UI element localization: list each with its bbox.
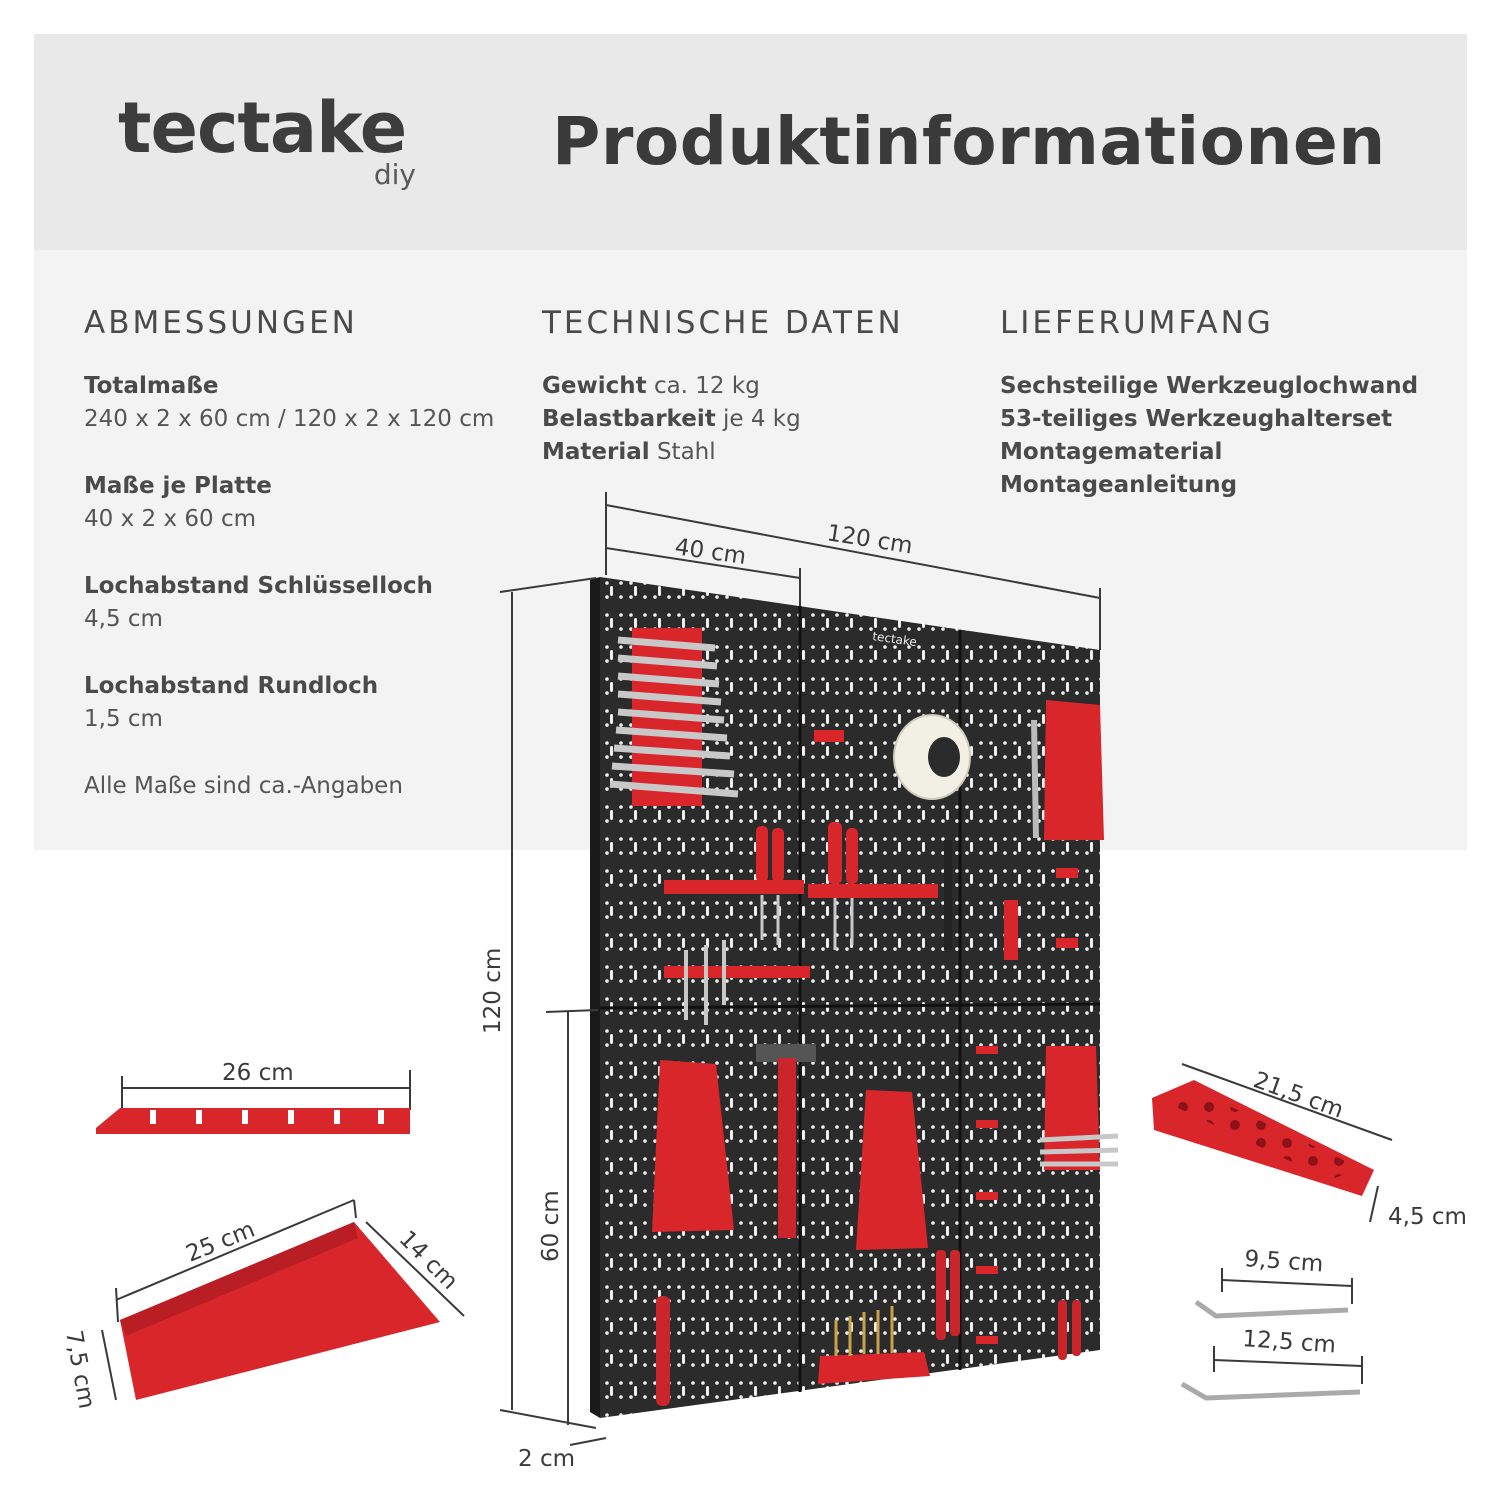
tech-value: ca. 12 kg (653, 373, 760, 399)
brand-logo: tectake diy (118, 87, 416, 200)
dim-panel-height: 60 cm (538, 1190, 564, 1262)
dim-hook-short: 9,5 cm (1244, 1246, 1325, 1277)
dim-bit-length: 21,5 cm (1250, 1067, 1347, 1123)
brand-sub: diy (373, 158, 416, 191)
dim-total-height: 120 cm (480, 948, 506, 1034)
tool-items (609, 628, 1119, 1406)
page-title: Produktinformationen (552, 103, 1386, 180)
section-technische-daten: TECHNISCHE DATEN Gewicht ca. 12 kg Belas… (542, 304, 972, 469)
spec-label: Lochabstand Schlüsselloch (84, 573, 433, 599)
header-band: tectake diy Produktinformationen (34, 34, 1467, 250)
spec-value: 40 x 2 x 60 cm (84, 506, 256, 532)
dim-bit-depth: 4,5 cm (1388, 1204, 1467, 1230)
wrench-tray-icon (1044, 700, 1104, 840)
wrench-tray-large (101, 1199, 465, 1401)
tech-label: Belastbarkeit (542, 406, 716, 432)
spec-label: Maße je Platte (84, 473, 272, 499)
tech-row: Gewicht ca. 12 kg (542, 370, 972, 403)
hook-short-icon (1194, 1299, 1349, 1319)
tech-value: je 4 kg (723, 406, 801, 432)
spec-label: Lochabstand Rundloch (84, 673, 379, 699)
dim-tray-length: 25 cm (183, 1217, 259, 1268)
chisel-icon (684, 940, 726, 1025)
screwdriver-rack-icon (664, 880, 804, 894)
board-logo: tectake (872, 629, 918, 649)
small-holder-icon (1056, 938, 1078, 948)
dim-total-width: 120 cm (825, 520, 914, 559)
cutter-icon (1058, 1300, 1081, 1360)
dimensions-note: Alle Maße sind ca.-Angaben (84, 773, 403, 799)
board-edge (590, 577, 600, 1418)
section-abmessungen: ABMESSUNGEN Totalmaße 240 x 2 x 60 cm / … (84, 304, 514, 803)
spec-item: Maße je Platte 40 x 2 x 60 cm (84, 470, 514, 536)
small-holder-icon (1056, 868, 1078, 878)
hammer-icon (756, 1044, 816, 1238)
dim-panel-width: 40 cm (673, 534, 748, 570)
tech-row: Belastbarkeit je 4 kg (542, 403, 972, 436)
holder-26cm (96, 1070, 411, 1134)
hook-long-icon (1180, 1381, 1361, 1401)
ratchet-icon (656, 1296, 670, 1406)
section-heading: TECHNISCHE DATEN (542, 305, 904, 341)
dim-holder-26: 26 cm (222, 1060, 294, 1086)
spec-value: 1,5 cm (84, 706, 163, 732)
tape-roll-icon (893, 714, 971, 800)
holder-bar-icon (96, 1108, 410, 1134)
hooks (1180, 1268, 1363, 1401)
tech-row: Material Stahl (542, 436, 972, 469)
scope-item: Montageanleitung (1000, 472, 1238, 498)
bit-holder (1152, 1063, 1393, 1223)
wrench-set-icon (609, 636, 739, 798)
spec-item: Totalmaße 240 x 2 x 60 cm / 120 x 2 x 12… (84, 370, 514, 436)
dim-hook-long: 12,5 cm (1242, 1326, 1337, 1358)
drill-bit-holder-icon (818, 1306, 930, 1384)
scope-item: Montagematerial (1000, 439, 1223, 465)
brand-name: tectake (118, 87, 407, 169)
tech-label: Gewicht (542, 373, 647, 399)
spec-item: Lochabstand Schlüsselloch 4,5 cm (84, 570, 514, 636)
scope-item: 53-teiliges Werkzeughalterset (1000, 406, 1393, 432)
pliers-icon (936, 1250, 960, 1340)
wrench-set-icon (1039, 1133, 1119, 1167)
screwdriver-rack-icon (808, 884, 938, 898)
spec-value: 240 x 2 x 60 cm / 120 x 2 x 120 cm (84, 406, 495, 432)
wrench-icon (1031, 719, 1039, 839)
tech-value: Stahl (656, 439, 716, 465)
scope-item: Sechsteilige Werkzeuglochwand (1000, 373, 1419, 399)
screwdriver-handles-icon (756, 822, 858, 884)
section-heading: ABMESSUNGEN (84, 305, 358, 341)
small-hammer-icon (1004, 900, 1018, 960)
small-holders-icon (976, 1046, 998, 1344)
dimension-lines (499, 492, 1101, 1446)
screwdriver-shafts-icon (760, 895, 854, 950)
section-lieferumfang: LIEFERUMFANG Sechsteilige Werkzeuglochwa… (1000, 304, 1460, 502)
spec-item: Lochabstand Rundloch 1,5 cm (84, 670, 514, 736)
spec-label: Totalmaße (84, 373, 219, 399)
section-heading: LIEFERUMFANG (1000, 305, 1274, 341)
wrench-tray-icon (856, 1090, 928, 1250)
chisel-rack-icon (664, 966, 810, 978)
small-holder-icon (814, 730, 844, 742)
dim-tray-height: 7,5 cm (60, 1329, 99, 1411)
spec-value: 4,5 cm (84, 606, 163, 632)
wrench-tray-icon (652, 1060, 734, 1232)
panel-seam (599, 1002, 1101, 1010)
dim-depth: 2 cm (518, 1446, 575, 1472)
tech-label: Material (542, 439, 650, 465)
